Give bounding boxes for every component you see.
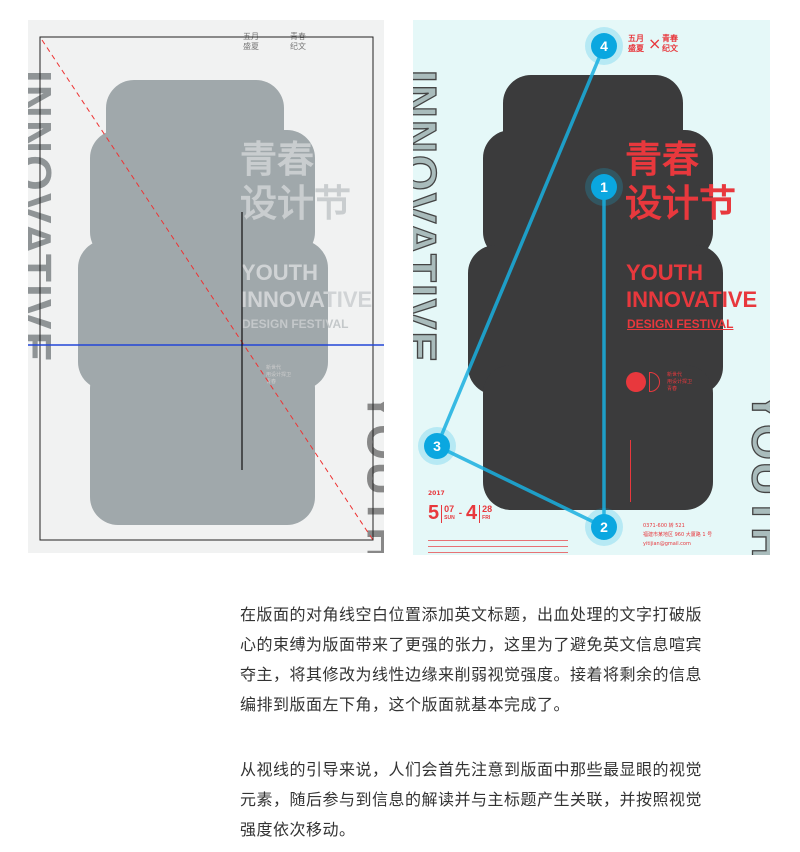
logo-mark	[626, 372, 646, 392]
date-end-weekday: FRI	[482, 514, 491, 521]
header-b: 青春 纪文	[662, 34, 678, 53]
en-title-2: INNOVATIVE	[626, 287, 758, 312]
flow-marker-1: 1	[585, 168, 623, 206]
date-start-month: 5	[428, 502, 440, 524]
contact-email: yitijian@gmail.com	[643, 541, 691, 547]
date-end-month: 4	[466, 502, 478, 524]
en-title-1: YOUTH	[241, 260, 318, 285]
article-paragraph-2: 从视线的引导来说，人们会首先注意到版面中那些最显眼的视觉元素，随后参与到信息的解…	[240, 760, 703, 839]
tagline: 新世代 用设计捍卫 青春	[266, 365, 292, 385]
flow-marker-2: 2	[585, 508, 623, 546]
final-poster: INNOVATIVE YOUTH 五月 盛夏 × 青春 纪文 青春 设计节 YO…	[413, 20, 770, 555]
poster-blob-shape	[78, 80, 328, 525]
flow-marker-3: 3	[418, 427, 456, 465]
guide-lines	[28, 36, 384, 541]
en-subtitle: DESIGN FESTIVAL	[627, 317, 734, 331]
en-title-1: YOUTH	[626, 260, 703, 285]
cn-title-1: 青春	[625, 138, 699, 181]
cn-title-1: 青春	[240, 138, 314, 181]
contact-phone: 0371-600 转 521	[643, 523, 685, 529]
layout-analysis-poster: INNOVATIVE YOUTH 青春 设计节 YOUTH INNOVATIVE…	[28, 20, 384, 553]
cn-title-2: 设计节	[625, 182, 736, 225]
tagline: 新世代 用设计捍卫 青春	[667, 372, 693, 392]
header-x: ×	[648, 34, 662, 53]
body-text-lines	[428, 540, 568, 555]
date-start-day: 07	[444, 503, 455, 514]
header-a: 五月 盛夏	[628, 34, 644, 53]
year: 2017	[428, 490, 445, 497]
en-title-2: INNOVATIVE	[241, 287, 373, 312]
date-end-day: 28	[482, 503, 493, 514]
cn-title-2: 设计节	[240, 182, 351, 225]
flow-marker-4: 4	[585, 27, 623, 65]
accent-line	[630, 440, 631, 502]
date-block: 5 07 SUN - 4 28 FRI	[428, 502, 492, 525]
date-separator: -	[458, 508, 463, 519]
contact-address: 福建市某地区 960 大厦路 1 号	[643, 532, 713, 538]
eye-flow-lines	[435, 45, 606, 529]
en-subtitle: DESIGN FESTIVAL	[242, 317, 349, 331]
article-paragraph-1: 在版面的对角线空白位置添加英文标题，出血处理的文字打破版心的束缚为版面带来了更强…	[240, 605, 703, 714]
date-start-weekday: SUN	[444, 514, 455, 521]
poster-blob-shape	[468, 75, 723, 510]
